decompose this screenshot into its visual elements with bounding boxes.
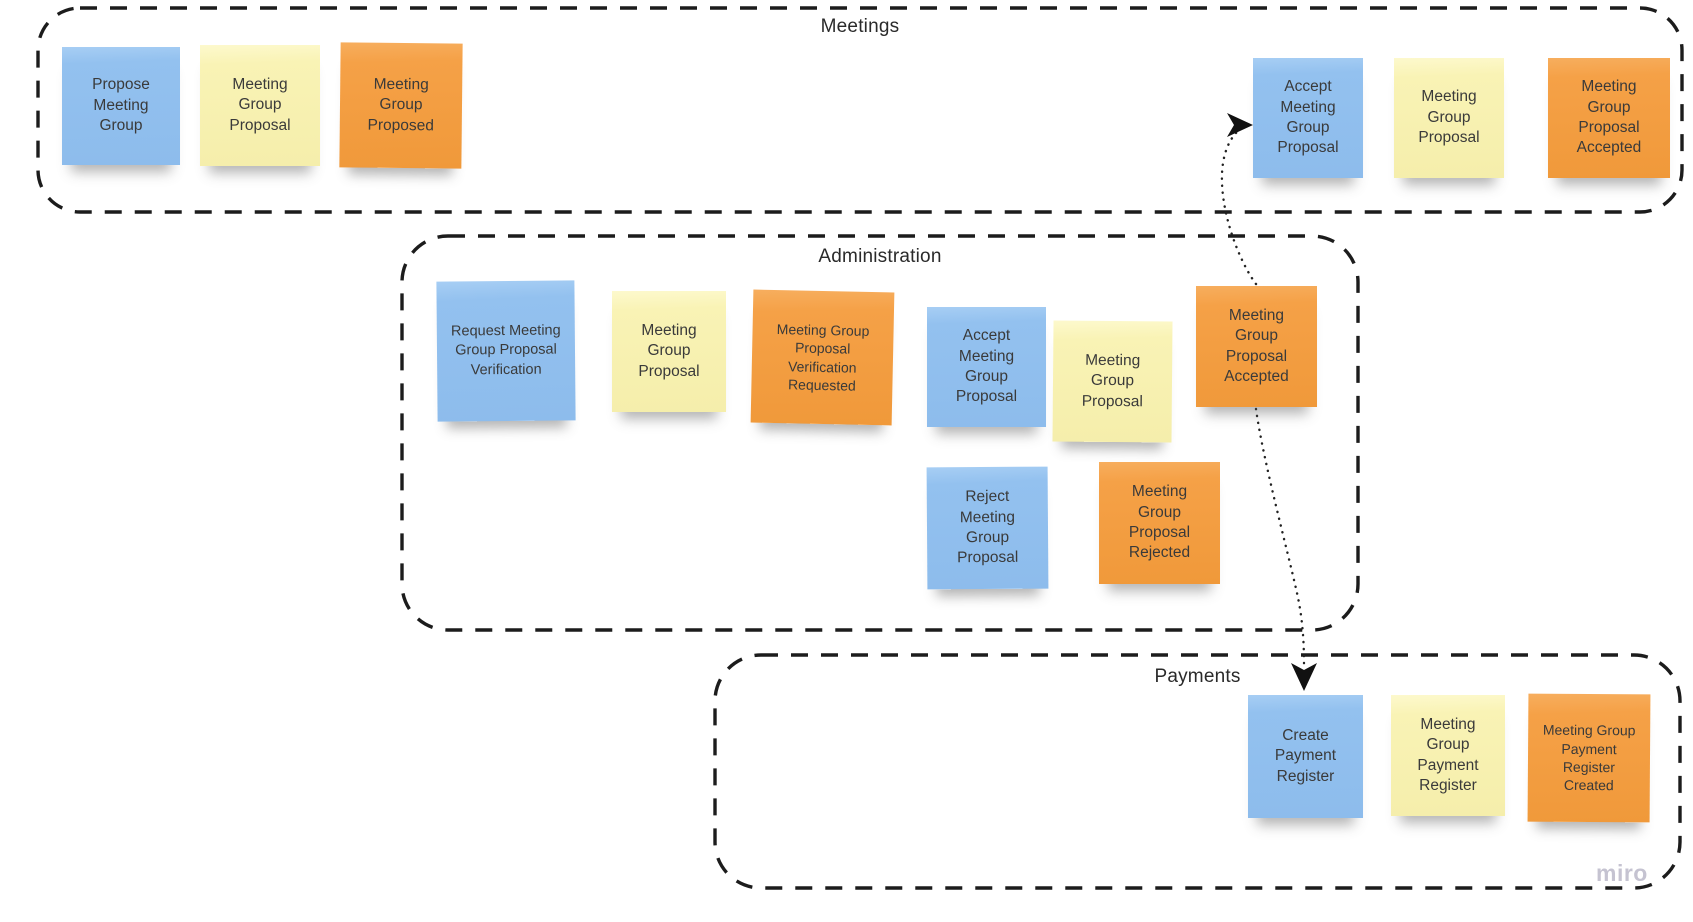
sticky-note-propose-meeting-group[interactable]: Propose Meeting Group: [62, 47, 180, 165]
sticky-note-meeting-group-proposal-meetings-right[interactable]: Meeting Group Proposal: [1394, 58, 1504, 178]
region-payments-frame[interactable]: [713, 653, 1682, 890]
connector-accepted-to-create-payment-register[interactable]: [1254, 407, 1306, 666]
sticky-note-meeting-group-proposed[interactable]: Meeting Group Proposed: [339, 42, 463, 169]
region-title-payments[interactable]: Payments: [1154, 666, 1241, 687]
sticky-note-reject-meeting-group-proposal[interactable]: Reject Meeting Group Proposal: [926, 466, 1049, 590]
sticky-note-meeting-group-proposal-admin-left[interactable]: Meeting Group Proposal: [612, 291, 726, 412]
sticky-note-meeting-group-proposal-accepted-meetings[interactable]: Meeting Group Proposal Accepted: [1548, 58, 1670, 178]
sticky-note-accept-meeting-group-proposal-meetings[interactable]: Accept Meeting Group Proposal: [1253, 58, 1363, 178]
region-title-administration[interactable]: Administration: [818, 246, 942, 267]
sticky-note-accept-meeting-group-proposal-admin[interactable]: Accept Meeting Group Proposal: [927, 307, 1046, 427]
connector-accepted-to-accept-proposal[interactable]: [1220, 127, 1258, 286]
region-title-meetings[interactable]: Meetings: [820, 16, 900, 37]
miro-watermark: miro: [1596, 860, 1648, 886]
region-meetings-frame[interactable]: [36, 6, 1684, 214]
sticky-note-meeting-group-proposal-verification-requested[interactable]: Meeting Group Proposal Verification Requ…: [750, 289, 895, 426]
sticky-note-request-meeting-group-proposal-verification[interactable]: Request Meeting Group Proposal Verificat…: [436, 280, 576, 422]
sticky-note-meeting-group-payment-register[interactable]: Meeting Group Payment Register: [1391, 695, 1505, 816]
sticky-note-meeting-group-payment-register-created[interactable]: Meeting Group Payment Register Created: [1527, 693, 1651, 823]
sticky-note-create-payment-register[interactable]: Create Payment Register: [1248, 695, 1363, 818]
sticky-note-meeting-group-proposal-rejected[interactable]: Meeting Group Proposal Rejected: [1099, 462, 1220, 584]
arrowhead-to-accept-proposal-icon: [1227, 113, 1253, 137]
sticky-note-meeting-group-proposal-admin-right[interactable]: Meeting Group Proposal: [1052, 320, 1173, 443]
sticky-note-meeting-group-proposal-meetings-left[interactable]: Meeting Group Proposal: [200, 45, 320, 166]
sticky-note-meeting-group-proposal-accepted-admin[interactable]: Meeting Group Proposal Accepted: [1196, 286, 1317, 407]
arrowhead-to-create-payment-register-icon: [1291, 663, 1317, 691]
region-administration-frame[interactable]: [400, 234, 1360, 632]
